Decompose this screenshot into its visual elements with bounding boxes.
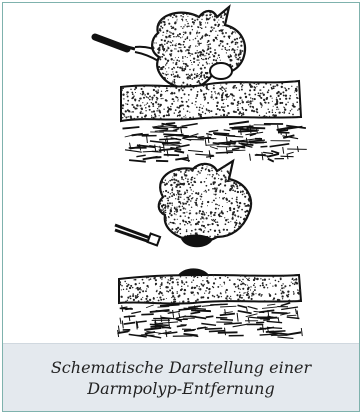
top-scene <box>95 7 307 162</box>
bottom-scene <box>115 161 302 338</box>
muscle-layer-top <box>123 122 307 162</box>
caption-line-1: Schematische Darstellung einer <box>51 357 311 378</box>
polyp-stalk-top <box>210 63 232 79</box>
caption-band: Schematische Darstellung einer Darmpolyp… <box>3 343 359 411</box>
polyp-removal-illustration <box>3 3 359 343</box>
illustration-svg <box>3 3 359 343</box>
caption-line-2: Darmpolyp-Entfernung <box>51 378 311 399</box>
muscle-layer-bottom <box>117 303 302 339</box>
figure-frame: Schematische Darstellung einer Darmpolyp… <box>2 2 360 412</box>
snare-instrument-bottom <box>115 225 160 245</box>
figure-caption: Schematische Darstellung einer Darmpolyp… <box>51 357 311 399</box>
